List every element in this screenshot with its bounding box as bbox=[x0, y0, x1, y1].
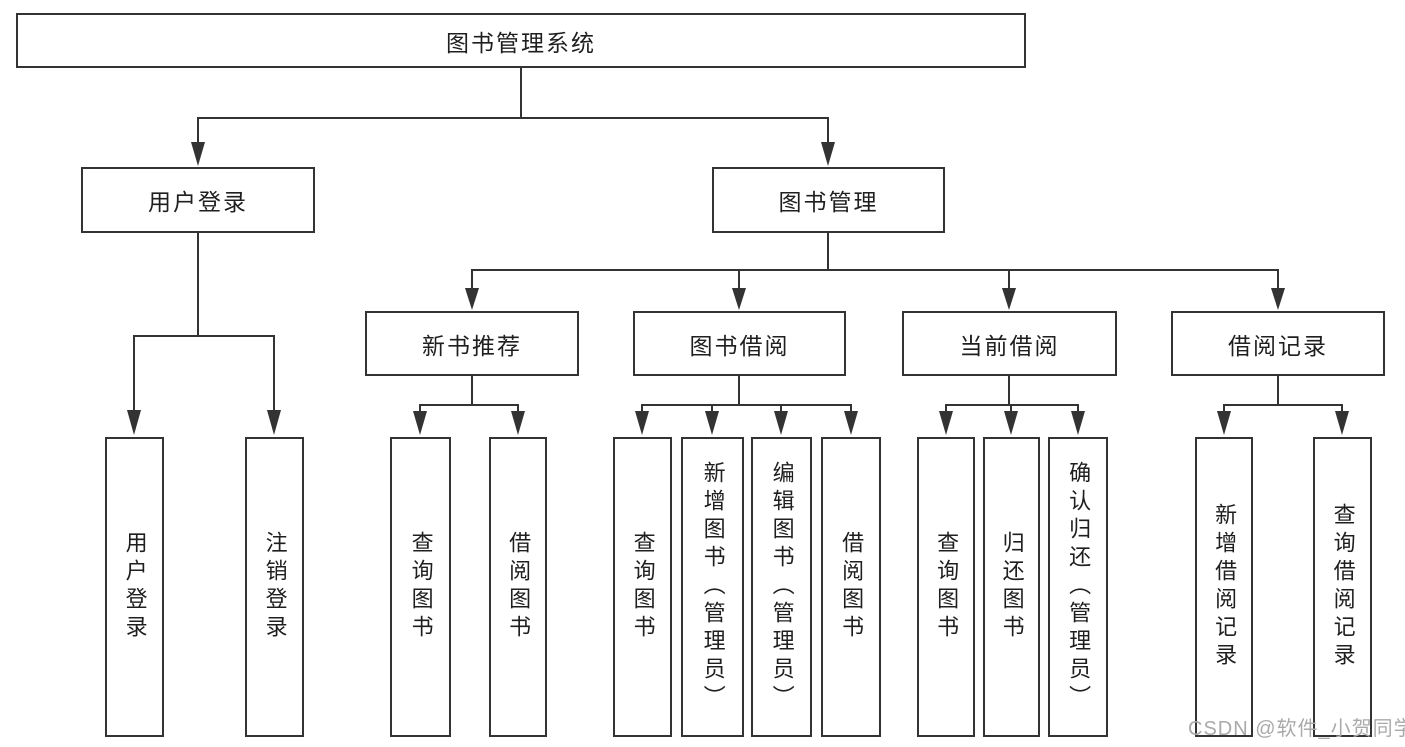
leaf-query-books-borrow-label: 查询图书 bbox=[630, 531, 656, 643]
node-borrow-records: 借阅记录 bbox=[1171, 311, 1385, 376]
node-user-login: 用户登录 bbox=[81, 167, 315, 233]
connector-current-borrow-to-leaves bbox=[939, 376, 1085, 435]
leaf-edit-books-admin-label: 编辑图书（管理员） bbox=[769, 461, 795, 713]
node-new-book-recommend: 新书推荐 bbox=[365, 311, 579, 376]
node-book-management-label: 图书管理 bbox=[778, 189, 879, 215]
leaf-add-books-admin-label: 新增图书（管理员） bbox=[700, 461, 726, 713]
connector-new-book-to-leaves bbox=[413, 376, 525, 435]
leaf-query-books-borrow: 查询图书 bbox=[613, 437, 672, 737]
leaf-return-books: 归还图书 bbox=[983, 437, 1040, 737]
node-user-login-label: 用户登录 bbox=[148, 189, 248, 215]
leaf-query-books-current-label: 查询图书 bbox=[934, 531, 960, 643]
node-book-borrow: 图书借阅 bbox=[633, 311, 846, 376]
leaf-borrow-books-recommend: 借阅图书 bbox=[489, 437, 547, 737]
connector-root-to-level2 bbox=[191, 68, 835, 166]
leaf-borrow-books-label: 借阅图书 bbox=[839, 531, 865, 643]
leaf-query-borrow-record: 查询借阅记录 bbox=[1313, 437, 1372, 737]
leaf-query-borrow-record-label: 查询借阅记录 bbox=[1330, 503, 1356, 671]
leaf-add-books-admin: 新增图书（管理员） bbox=[681, 437, 744, 737]
leaf-add-borrow-record-label: 新增借阅记录 bbox=[1212, 503, 1238, 671]
connector-book-borrow-to-leaves bbox=[635, 376, 858, 435]
leaf-user-login-label: 用户登录 bbox=[122, 531, 148, 643]
leaf-add-borrow-record: 新增借阅记录 bbox=[1195, 437, 1253, 737]
node-root-system: 图书管理系统 bbox=[16, 13, 1026, 68]
leaf-return-books-label: 归还图书 bbox=[999, 531, 1025, 643]
node-current-borrow-label: 当前借阅 bbox=[959, 332, 1060, 359]
leaf-logout-login-label: 注销登录 bbox=[262, 531, 288, 643]
connector-borrow-records-to-leaves bbox=[1217, 376, 1349, 435]
watermark: CSDN @软件_小贺同学 bbox=[1188, 718, 1405, 740]
node-root-system-label: 图书管理系统 bbox=[446, 29, 596, 56]
connector-user-login-to-leaves bbox=[127, 233, 281, 435]
node-book-management: 图书管理 bbox=[712, 167, 945, 233]
leaf-edit-books-admin: 编辑图书（管理员） bbox=[751, 437, 812, 737]
node-book-borrow-label: 图书借阅 bbox=[689, 332, 790, 359]
node-borrow-records-label: 借阅记录 bbox=[1228, 332, 1328, 359]
leaf-query-books-recommend: 查询图书 bbox=[390, 437, 451, 737]
leaf-confirm-return-admin-label: 确认归还（管理员） bbox=[1066, 461, 1092, 713]
connector-book-management-to-level3 bbox=[465, 233, 1285, 310]
node-new-book-recommend-label: 新书推荐 bbox=[422, 332, 522, 359]
leaf-confirm-return-admin: 确认归还（管理员） bbox=[1048, 437, 1108, 737]
leaf-borrow-books: 借阅图书 bbox=[821, 437, 881, 737]
leaf-query-books-recommend-label: 查询图书 bbox=[408, 531, 434, 643]
leaf-borrow-books-recommend-label: 借阅图书 bbox=[506, 531, 532, 643]
leaf-query-books-current: 查询图书 bbox=[917, 437, 975, 737]
leaf-user-login: 用户登录 bbox=[105, 437, 164, 737]
leaf-logout-login: 注销登录 bbox=[245, 437, 304, 737]
node-current-borrow: 当前借阅 bbox=[902, 311, 1117, 376]
